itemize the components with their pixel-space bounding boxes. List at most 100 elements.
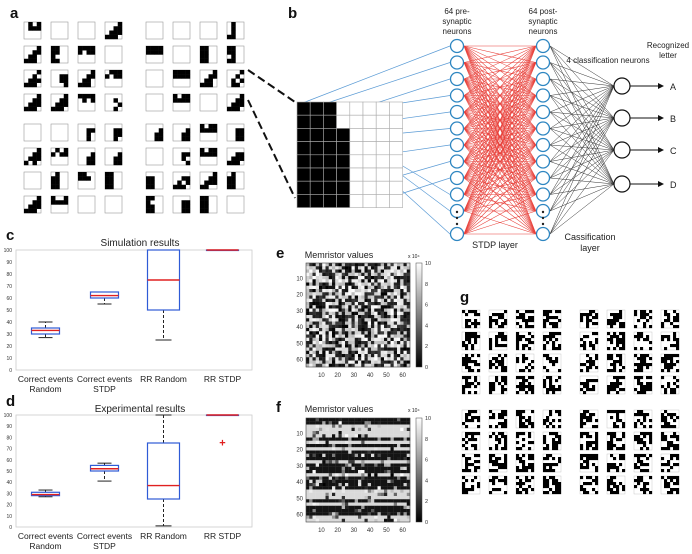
heatmap-cell [361, 440, 365, 445]
heatmap-cell [377, 486, 381, 490]
heatmap-cell [322, 476, 326, 480]
heatmap-cell [328, 505, 333, 510]
heatmap-cell [374, 324, 378, 329]
heatmap-cell [358, 354, 362, 358]
plot-area [15, 249, 253, 371]
pattern-tile [226, 69, 245, 88]
heatmap-cell [309, 354, 313, 358]
heatmap-cell [390, 509, 394, 513]
heatmap-cell [306, 350, 310, 355]
heatmap-cell [403, 305, 407, 309]
heatmap-cell [393, 334, 398, 338]
heatmap-cell [364, 354, 368, 358]
heatmap-cell [325, 269, 329, 273]
heatmap-cell [400, 496, 404, 500]
classification-synapse [549, 149, 615, 212]
y-tick-label: 40 [6, 480, 12, 486]
heatmap-cell [325, 463, 329, 467]
heatmap-cell [309, 334, 313, 338]
heatmap-cell [400, 331, 404, 335]
heatmap-cell [364, 341, 368, 345]
learned-tile [542, 331, 562, 351]
heatmap-cell [335, 269, 339, 273]
heatmap-cell [319, 505, 323, 510]
heatmap-cell [367, 427, 372, 432]
heatmap-cell [341, 360, 346, 364]
heatmap-cell [364, 337, 368, 342]
input-pixel [336, 101, 351, 116]
heatmap-cell [306, 324, 310, 329]
heatmap-cell [400, 515, 404, 519]
heatmap-cell [400, 483, 404, 487]
input-pixel [336, 167, 351, 182]
pre-neuron [449, 154, 465, 169]
heatmap-cell [403, 499, 407, 503]
heatmap-cell [345, 505, 349, 510]
classification-synapse [549, 95, 615, 151]
heatmap-cell [361, 450, 365, 454]
heatmap-cell [371, 518, 375, 523]
heatmap-cell [312, 502, 316, 506]
learned-tile [461, 431, 481, 451]
heatmap-cell [309, 305, 313, 309]
heatmap-cell [348, 360, 352, 364]
stdp-synapse [463, 194, 537, 235]
heatmap-cell [403, 337, 407, 342]
heatmap-cell [390, 282, 394, 286]
heatmap-cell [338, 509, 342, 513]
heatmap-cell [400, 418, 404, 422]
heatmap-cell [345, 427, 349, 432]
x-tick-label: RR STDP [204, 531, 242, 541]
heatmap-cell [390, 360, 394, 364]
heatmap-cell [345, 515, 349, 519]
learned-tile [461, 453, 481, 473]
heatmap-cell [403, 509, 407, 513]
heatmap-cell [384, 308, 388, 312]
heatmap-cell [358, 470, 362, 474]
heatmap-cell [345, 344, 349, 348]
heatmap-cell [371, 302, 375, 306]
heatmap-cell [306, 418, 310, 422]
heatmap-cell [348, 479, 352, 484]
heatmap-cell [367, 334, 372, 338]
heatmap-cell [397, 496, 401, 500]
heatmap-cell [306, 489, 310, 493]
heatmap-cell [358, 505, 362, 510]
input-pixel [389, 101, 403, 116]
heatmap-cell [387, 308, 391, 312]
heatmap-cell [397, 324, 401, 329]
heatmap-cell [406, 324, 411, 329]
heatmap-cell [351, 289, 355, 293]
heatmap-cell [403, 515, 407, 519]
heatmap-cell [371, 499, 375, 503]
heatmap-cell [371, 272, 375, 277]
heatmap-cell [335, 502, 339, 506]
heatmap-cell [380, 460, 385, 464]
heatmap-cell [332, 518, 336, 523]
heatmap-cell [341, 269, 346, 273]
heatmap-cell [384, 357, 388, 361]
heatmap-cell [309, 444, 313, 448]
heatmap-cell [351, 354, 355, 358]
heatmap-cell [367, 447, 372, 451]
classification-neuron [613, 77, 631, 95]
heatmap-title: Memristor values [305, 404, 374, 414]
heatmap-cell [351, 282, 355, 286]
heatmap-cell [328, 434, 333, 438]
heatmap-cell [322, 499, 326, 503]
input-pixel [389, 154, 403, 169]
heatmap-cell [312, 302, 316, 306]
heatmap-cell [406, 424, 411, 428]
heatmap-cell [397, 279, 401, 283]
heatmap-cell [306, 311, 310, 316]
heatmap-cell [377, 298, 381, 303]
heatmap-cell [374, 282, 378, 286]
heatmap-cell [361, 460, 365, 464]
heatmap-cell [358, 440, 362, 445]
heatmap-cell [403, 479, 407, 484]
heatmap-cell [406, 295, 411, 299]
heatmap-cell [315, 444, 320, 448]
heatmap-cell [328, 334, 333, 338]
heatmap-cell [390, 350, 394, 355]
